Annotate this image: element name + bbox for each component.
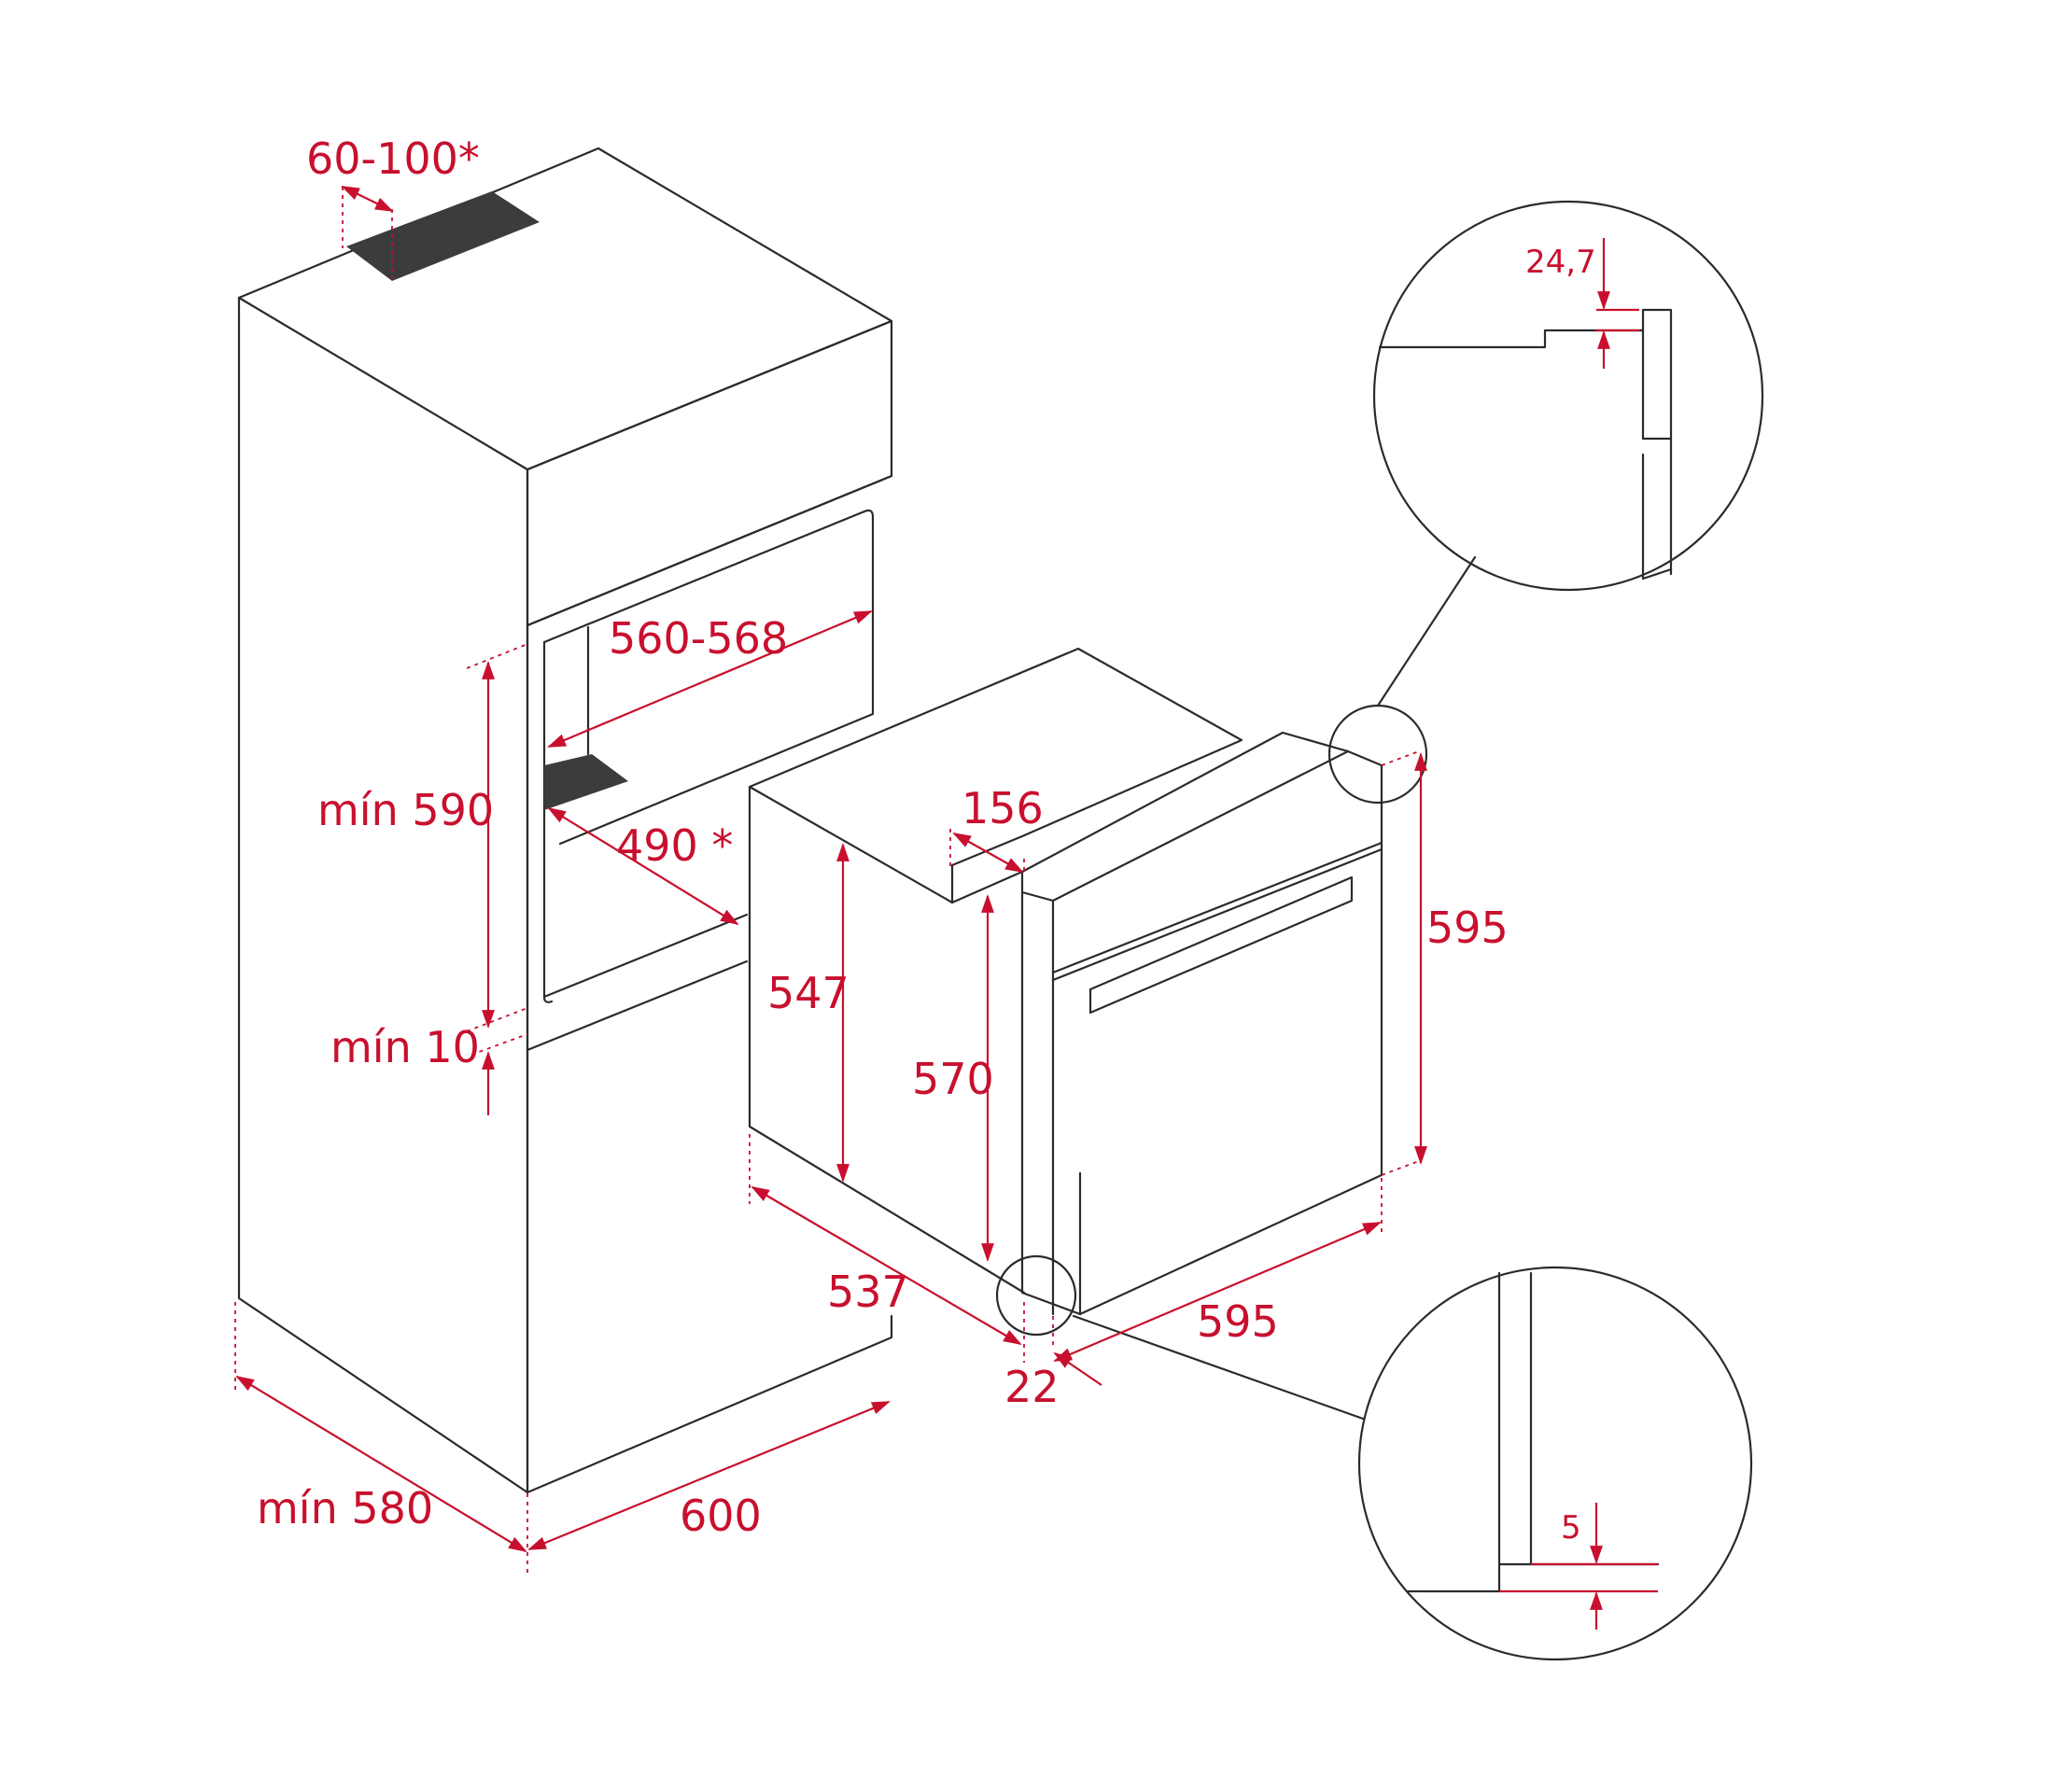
dim-detail-top-gap: 24,7 [1525,238,1639,369]
dim-oven-width: 595 [1053,1178,1383,1363]
dim-niche-depth: 490 * [547,806,739,926]
label-oven-front-thickness: 22 [1004,1362,1060,1412]
oven-control-panel-bottom [1051,841,1383,974]
dim-oven-height: 595 [1381,750,1509,1176]
oven-door-top [1051,847,1383,982]
label-oven-depth: 537 [827,1267,909,1317]
label-niche-width: 560-568 [609,613,788,664]
detail-top-panel-a [1641,329,1673,441]
label-oven-inner-height: 570 [912,1054,994,1104]
label-oven-width: 595 [1197,1296,1279,1347]
oven-handle [1088,875,1354,1015]
dim-oven-depth: 537 [749,1134,1025,1363]
niche-bottom-edge [526,959,749,1052]
oven-top-face [748,647,1243,904]
oven-front-frame [1020,731,1383,1316]
dim-oven-front-thickness: 22 [1004,1316,1102,1412]
detail-top-circle [1372,200,1764,592]
niche-top-edge [526,474,893,627]
dim-cabinet-depth: mín 580 [234,1302,528,1577]
vent-slot [346,191,540,281]
label-oven-body-height: 547 [767,968,849,1018]
cabinet-front-upper [526,319,893,627]
detail-top-leader [1376,555,1477,707]
dim-niche-width: 560-568 [547,609,873,749]
oven-side-face [748,785,1026,1295]
cabinet [237,147,893,1494]
niche-left-edge [542,640,749,999]
detail-top-profile [1378,308,1673,576]
detail-bottom-circle [1357,1266,1753,1661]
dim-oven-body-height: 547 [767,843,849,1183]
label-detail-top-gap: 24,7 [1525,244,1596,281]
oven-frame-top [1051,749,1350,903]
dim-oven-inner-height: 570 [912,894,994,1262]
detail-top [1327,200,1764,805]
niche-back-upper [542,509,875,846]
oven-frame-edge [1020,890,1055,1316]
dim-vent-depth: 60-100* [306,133,480,278]
cabinet-side-face [237,296,529,1494]
label-oven-top-recess: 156 [962,783,1044,833]
oven-top-front-edge [748,785,954,904]
cabinet-front-frame [526,623,893,1494]
label-niche-base: mín 10 [330,1022,480,1072]
dim-detail-bottom-gap: 5 [1499,1503,1658,1630]
label-vent-depth: 60-100* [306,133,480,184]
detail-bottom-marker [995,1254,1077,1337]
dim-niche-base: mín 10 [330,1022,528,1115]
label-cabinet-depth: mín 580 [257,1483,433,1533]
label-detail-bottom-gap: 5 [1561,1509,1581,1547]
dim-niche-height: mín 590 [317,643,528,1032]
label-oven-height: 595 [1426,903,1509,953]
label-niche-height: mín 590 [317,785,494,835]
cabinet-top-face [237,147,893,471]
detail-top-panel-b [1641,453,1673,581]
detail-bottom-profile-b [1529,1271,1660,1566]
niche-floor-vent [544,754,628,810]
detail-bottom [995,1254,1753,1661]
dim-cabinet-width: 600 [527,1400,891,1551]
niche-corner [542,995,554,1003]
label-niche-depth: 490 * [616,820,733,871]
dim-oven-top-recess: 156 [949,783,1044,875]
label-cabinet-width: 600 [680,1491,762,1541]
